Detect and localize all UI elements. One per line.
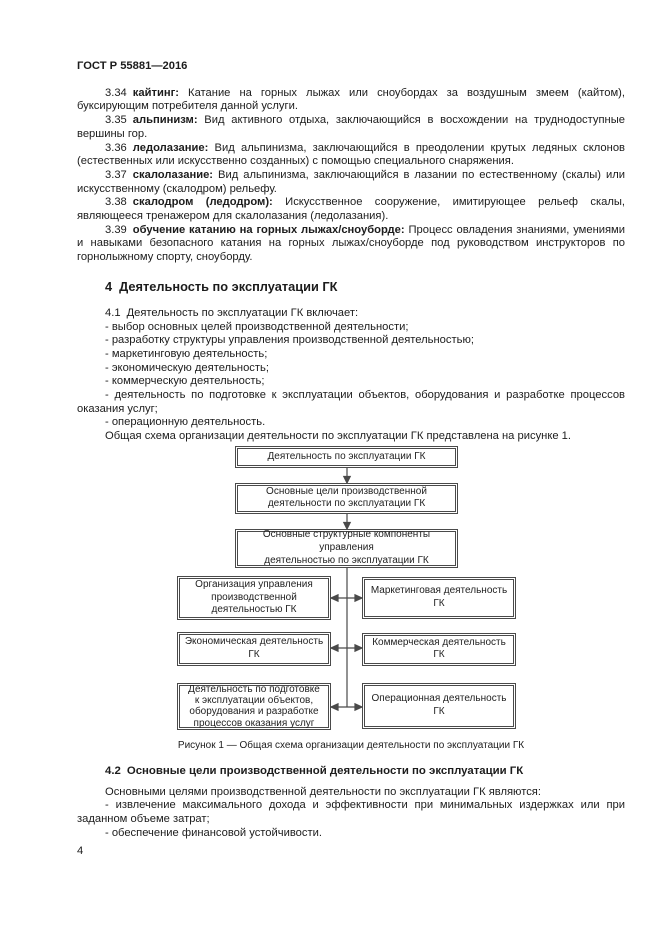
definition-number: 3.37 — [105, 168, 127, 181]
diagram-box-commercial: Коммерческая деятельность ГК — [362, 632, 516, 666]
section-title: Деятельность по эксплуатации ГК — [119, 278, 338, 294]
diagram-box-marketing: Маркетинговая деятельность ГК — [362, 576, 516, 619]
list-item: - деятельность по подготовке к эксплуата… — [77, 389, 625, 415]
arrow-down-icon — [342, 521, 352, 531]
clause-intro-text: Деятельность по эксплуатации ГК включает… — [126, 306, 359, 319]
definition-term: скалолазание: — [132, 168, 214, 181]
clause-title: Основные цели производственной деятельно… — [126, 764, 524, 777]
clause-4-2-section: Основными целями производственной деятел… — [77, 786, 625, 841]
diagram-box-label: Маркетинговая деятельность ГК — [370, 585, 508, 609]
definition-body: Процесс овладения знаниями, умениями и н… — [77, 223, 625, 264]
section-number: 4 — [105, 278, 113, 294]
list-item: - обеспечение финансовой устойчивости. — [105, 826, 322, 839]
definition-term: ледолазание: — [132, 141, 209, 154]
diagram-box-org: Организация управления производственной … — [177, 575, 331, 620]
arrow-right-icon — [354, 643, 364, 653]
arrow-left-icon — [329, 593, 339, 603]
section-4-2-heading: 4.2 Основные цели производственной деятел… — [105, 765, 625, 779]
definitions-section: 3.34 кайтинг: Катание на горных лыжах или… — [77, 87, 625, 265]
definition-number: 3.35 — [105, 114, 127, 127]
diagram-box-label: Экономическая деятельность ГК — [184, 636, 324, 660]
arrow-right-icon — [354, 593, 364, 603]
arrow-left-icon — [329, 643, 339, 653]
definition-body: Вид альпинизма, заключающийся в лазании … — [77, 168, 626, 195]
definition-term: кайтинг: — [132, 86, 179, 99]
definition-body: Вид альпинизма, заключающийся в преодоле… — [77, 141, 626, 168]
diagram-box-label: Основные структурные компоненты управлен… — [262, 529, 431, 566]
diagram-box-label: Коммерческая деятельность ГК — [372, 636, 506, 661]
clause-number: 4.1 — [105, 306, 121, 319]
diagram-box-label: Организация управления производственной … — [195, 578, 313, 616]
definition-3-39: 3.39 обучение катанию на горных лыжах/сно… — [77, 224, 625, 265]
definition-term: альпинизм: — [132, 114, 198, 127]
definition-number: 3.38 — [105, 196, 127, 209]
list-item: - операционную деятельность. — [105, 416, 266, 429]
clause-4-1-section: 4.1 Деятельность по эксплуатации ГК включ… — [77, 307, 625, 444]
diagram-box-label: Основные цели производственной деятельно… — [266, 485, 427, 510]
diagram-box-label: Деятельность по подготовке к эксплуатаци… — [188, 683, 320, 729]
diagram-connectors — [329, 467, 364, 712]
diagram-box-operational: Операционная деятельность ГК — [362, 682, 516, 729]
diagram-box-goals: Основные цели производственной деятельно… — [235, 482, 458, 514]
list-item: - маркетинговую деятельность; — [105, 347, 268, 360]
figure-1-diagram: Деятельность по эксплуатации ГК Основные… — [77, 445, 625, 730]
definition-3-37: 3.37 скалолазание: Вид альпинизма, заключ… — [77, 169, 625, 196]
definition-number: 3.34 — [105, 86, 127, 99]
definition-3-36: 3.36 ледолазание: Вид альпинизма, заключа… — [77, 142, 625, 169]
diagram-box-label: Операционная деятельность ГК — [371, 693, 507, 717]
clause-4-1-intro: 4.1 Деятельность по эксплуатации ГК включ… — [77, 307, 625, 321]
list-item: - экономическую деятельность; — [105, 361, 269, 374]
definition-3-38: 3.38 скалодром (ледодром): Искусственное … — [77, 196, 625, 223]
definition-number: 3.36 — [105, 141, 127, 154]
arrow-down-icon — [342, 475, 352, 485]
section-4-heading: 4 Деятельность по эксплуатации ГК — [105, 279, 625, 295]
clause-number: 4.2 — [105, 764, 121, 777]
list-item: - выбор основных целей производственной … — [105, 320, 409, 333]
figure-caption: Рисунок 1 — Общая схема организации деят… — [177, 739, 525, 751]
arrow-right-icon — [354, 702, 364, 712]
diagram-box-label: Деятельность по эксплуатации ГК — [267, 450, 426, 462]
arrow-left-icon — [329, 702, 339, 712]
list-item: - извлечение максимального дохода и эффе… — [77, 799, 625, 825]
definition-3-35: 3.35 альпинизм: Вид активного отдыха, зак… — [77, 114, 625, 141]
definition-body: Искусственное сооружение, имитирующее ре… — [77, 196, 625, 223]
diagram-box-components: Основные структурные компоненты управлен… — [235, 528, 458, 568]
list-item: - коммерческую деятельность; — [105, 375, 265, 388]
definition-body: Катание на горных лыжах или сноубордах з… — [77, 86, 625, 113]
definition-number: 3.39 — [105, 223, 127, 236]
clause-4-2-intro: Основными целями производственной деятел… — [105, 785, 541, 798]
list-item: - разработку структуры управления произв… — [105, 334, 474, 347]
definition-3-34: 3.34 кайтинг: Катание на горных лыжах или… — [77, 87, 625, 114]
doc-header: ГОСТ Р 55881—2016 — [77, 60, 188, 72]
page-number: 4 — [77, 845, 84, 858]
diagram-box-preparation: Деятельность по подготовке к эксплуатаци… — [177, 682, 331, 730]
definition-body: Вид активного отдыха, заключающийся в во… — [77, 114, 625, 140]
diagram-box-root: Деятельность по эксплуатации ГК — [235, 445, 458, 468]
definition-term: скалодром (ледодром): — [132, 196, 273, 209]
definition-term: обучение катанию на горных лыжах/сноубор… — [132, 223, 405, 236]
clause-4-1-closing: Общая схема организации деятельности по … — [105, 430, 572, 443]
diagram-box-economic: Экономическая деятельность ГК — [177, 631, 331, 666]
